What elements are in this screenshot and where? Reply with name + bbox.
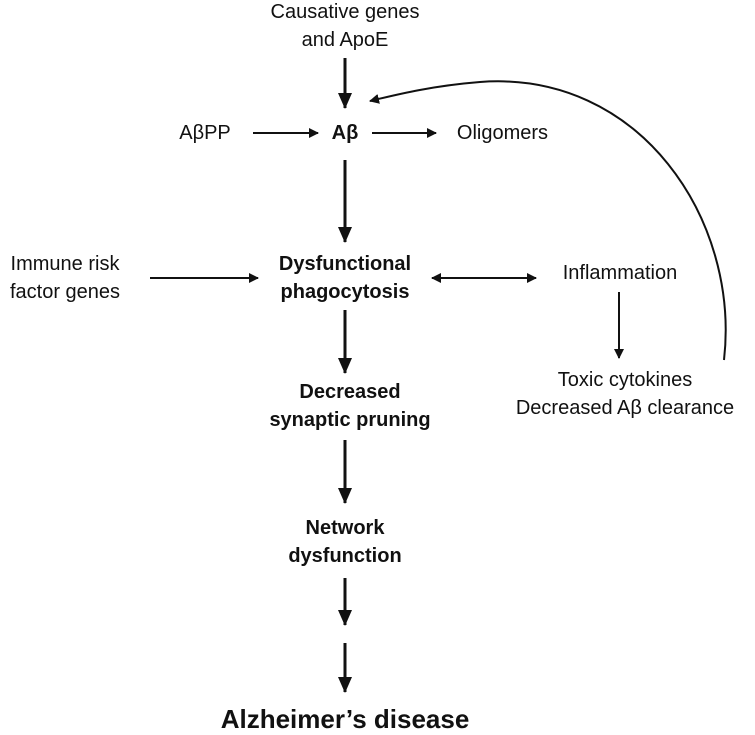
node-pruning-line2: synaptic pruning: [269, 409, 431, 431]
node-abpp-label: AβPP: [179, 122, 231, 144]
node-phagocytosis-line2: phagocytosis: [280, 281, 410, 303]
node-ab: Aβ: [315, 119, 375, 147]
node-causative-line2: and ApoE: [301, 29, 389, 51]
node-alzheimers-label: Alzheimer’s disease: [220, 704, 470, 734]
node-phagocytosis: Dysfunctional phagocytosis: [255, 250, 435, 306]
node-network-line2: dysfunction: [288, 545, 402, 567]
node-causative-genes: Causative genes and ApoE: [245, 0, 445, 54]
node-immune-line2: factor genes: [9, 281, 121, 303]
node-network-line1: Network: [305, 517, 385, 539]
node-toxic-cytokines: Toxic cytokines Decreased Aβ clearance: [497, 366, 753, 422]
node-oligomers-label: Oligomers: [456, 122, 549, 144]
node-inflammation-label: Inflammation: [562, 262, 678, 284]
node-immune-line1: Immune risk: [10, 253, 120, 275]
node-abpp: AβPP: [160, 119, 250, 147]
node-oligomers: Oligomers: [440, 119, 565, 147]
node-ab-label: Aβ: [331, 122, 359, 144]
node-phagocytosis-line1: Dysfunctional: [278, 253, 412, 275]
node-immune-risk: Immune risk factor genes: [0, 250, 130, 306]
node-causative-line1: Causative genes: [270, 1, 420, 23]
node-toxic-line2: Decreased Aβ clearance: [515, 397, 735, 419]
node-network-dysfunction: Network dysfunction: [265, 514, 425, 570]
node-inflammation: Inflammation: [545, 259, 695, 287]
node-toxic-line1: Toxic cytokines: [557, 369, 693, 391]
node-alzheimers-disease: Alzheimer’s disease: [175, 703, 515, 735]
node-pruning-line1: Decreased: [299, 381, 401, 403]
node-synaptic-pruning: Decreased synaptic pruning: [250, 378, 450, 434]
arrow-feedback-to-ab: [369, 80, 727, 361]
